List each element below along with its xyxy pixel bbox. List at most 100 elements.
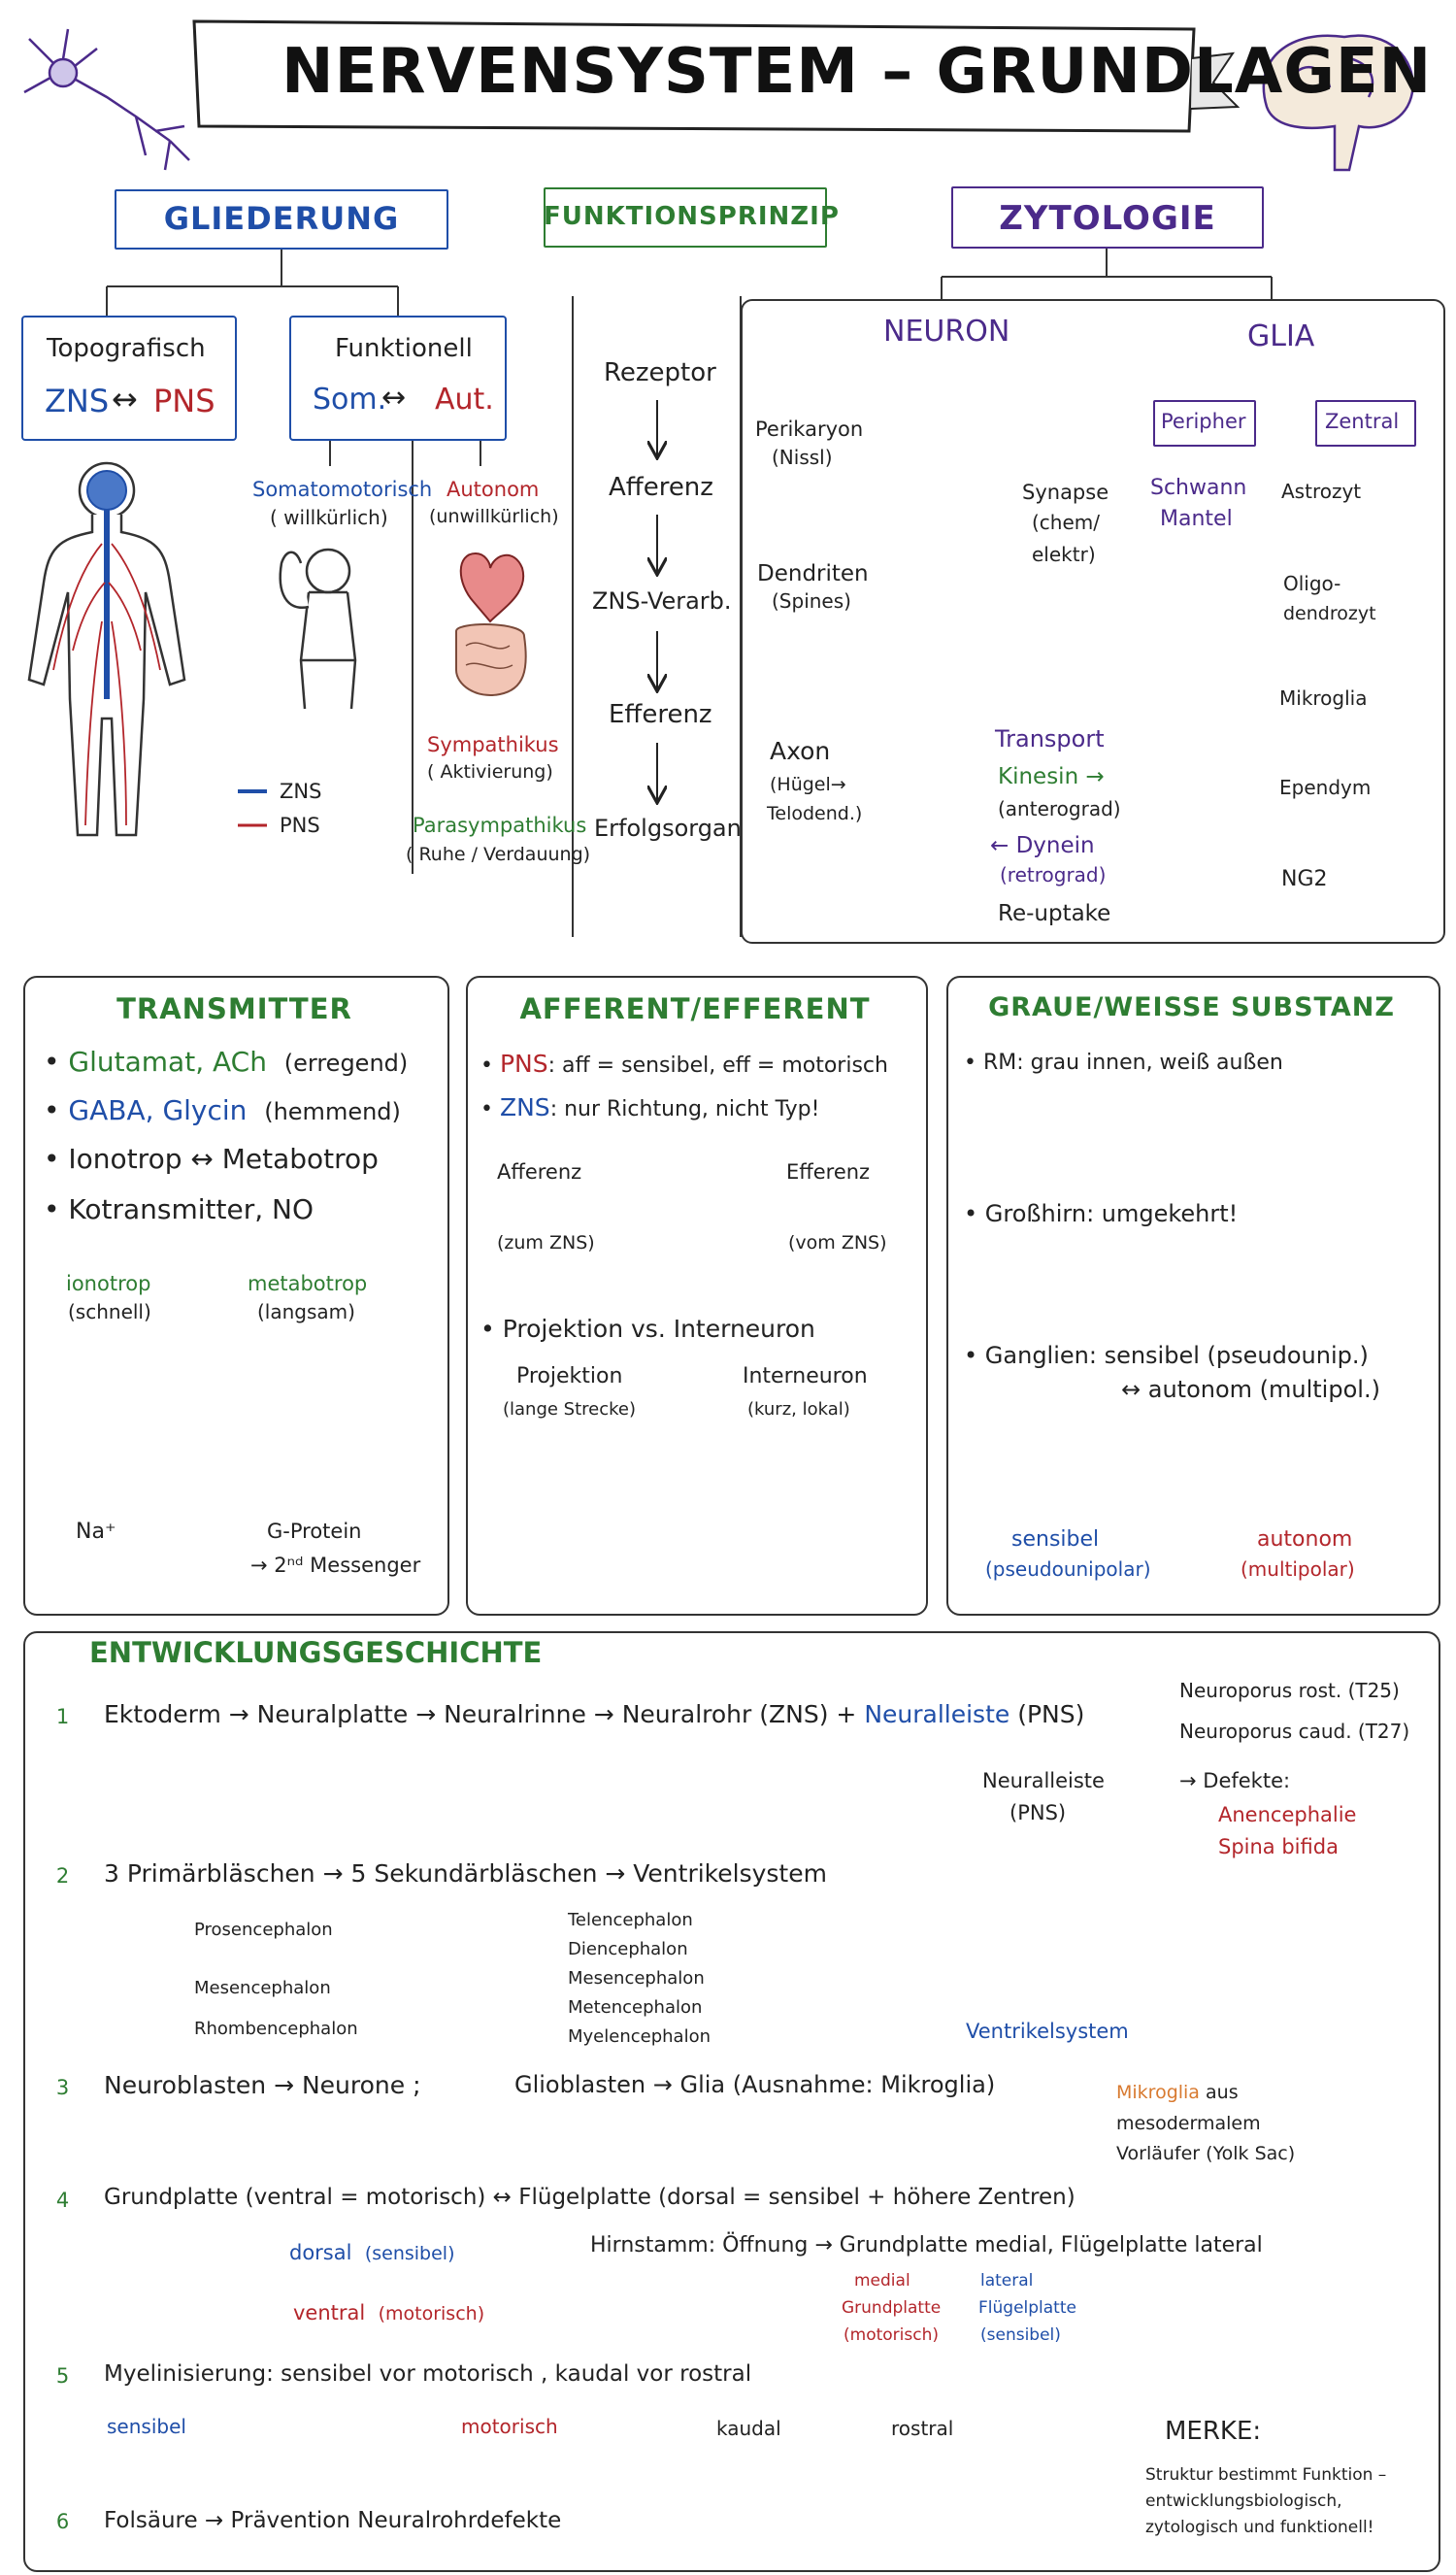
- ionotrop-sub: (schnell): [68, 1300, 151, 1323]
- spina-bifida-label: Spina bifida: [1218, 1835, 1339, 1858]
- zytologie-header-box: [951, 186, 1264, 249]
- dendriten-sub: (Spines): [772, 589, 851, 613]
- axon-sub2: Telodend.): [767, 803, 863, 824]
- zytologie-header: ZYTOLOGIE: [999, 199, 1216, 238]
- dynein-sub: (retrograd): [1000, 863, 1107, 886]
- projektion-line: • Projektion vs. Interneuron: [480, 1315, 815, 1343]
- gprotein-label: G-Protein: [267, 1520, 362, 1543]
- ventrikelsystem-label: Ventrikelsystem: [966, 2020, 1129, 2043]
- mikroglia-note-1: Mikroglia aus: [1116, 2082, 1239, 2104]
- substanz-panel: [946, 976, 1440, 1616]
- step-2-num: 2: [55, 1864, 70, 1888]
- dynein-label: ← Dynein: [990, 833, 1095, 858]
- somatomotorisch-sub: ( willkürlich): [270, 506, 388, 529]
- projektion-sub: (lange Strecke): [503, 1399, 637, 1420]
- lateral-label-2: Flügelplatte: [978, 2298, 1076, 2318]
- step-rezeptor: Rezeptor: [604, 358, 716, 387]
- glutamat-text: Glutamat, ACh: [68, 1046, 267, 1078]
- entwicklung-header: ENTWICKLUNGSGESCHICHTE: [89, 1636, 543, 1669]
- substanz-header: GRAUE/WEISSE SUBSTANZ: [988, 992, 1395, 1022]
- sensibel-sub: (pseudounipolar): [985, 1557, 1151, 1581]
- merke-title: MERKE:: [1165, 2417, 1262, 2446]
- sympathikus-label: Sympathikus: [427, 733, 559, 756]
- sympathikus-sub: ( Aktivierung): [427, 761, 553, 783]
- funk-aut: Aut.: [435, 383, 494, 417]
- ependym-label: Ependym: [1279, 776, 1372, 799]
- astrozyt-label: Astrozyt: [1281, 480, 1362, 503]
- anencephalie-label: Anencephalie: [1218, 1803, 1357, 1826]
- gliederung-header-box: [115, 189, 448, 250]
- sek-metencephalon: Metencephalon: [568, 1997, 703, 2018]
- topo-pns: PNS: [153, 383, 215, 419]
- transmitter-header: TRANSMITTER: [116, 992, 352, 1025]
- neuroporus-rost: Neuroporus rost. (T25): [1179, 1679, 1400, 1702]
- autonom-ganglion-sub: (multipolar): [1241, 1557, 1355, 1581]
- kinesin-sub: (anterograd): [998, 797, 1121, 820]
- mantel-label: Mantel: [1160, 507, 1233, 531]
- efferenz-label: Efferenz: [786, 1160, 871, 1184]
- gaba-text: GABA, Glycin: [68, 1094, 248, 1126]
- step-afferenz: Afferenz: [609, 473, 713, 502]
- dorsal-sub: (sensibel): [364, 2243, 455, 2264]
- oligo-label: Oligo-: [1283, 572, 1341, 595]
- perikaryon-sub: (Nissl): [772, 446, 833, 469]
- autonom-ganglion-label: autonom: [1257, 1527, 1353, 1552]
- ionotrop-metabotrop-text: Ionotrop ↔ Metabotrop: [68, 1143, 379, 1175]
- brain-icon: [1262, 34, 1414, 172]
- entwicklung-panel: [23, 1631, 1440, 2572]
- topo-arrow: ↔: [112, 381, 138, 418]
- rostral-label: rostral: [891, 2417, 954, 2440]
- step-5-num: 5: [55, 2364, 70, 2388]
- flexing-figure-icon: [279, 548, 357, 710]
- ionotrop-label: ionotrop: [66, 1272, 151, 1295]
- grosshirn-line: • Großhirn: umgekehrt!: [964, 1200, 1239, 1227]
- mikroglia-note-2: mesodermalem: [1116, 2113, 1261, 2134]
- axon-label: Axon: [770, 737, 831, 765]
- sek-myelencephalon: Myelencephalon: [568, 2026, 711, 2047]
- efferenz-sub: (vom ZNS): [788, 1232, 887, 1254]
- step-4-text: Grundplatte (ventral = motorisch) ↔ Flüg…: [104, 2185, 1075, 2210]
- neuron-icon: [23, 28, 190, 171]
- step-5-text: Myelinisierung: sensibel vor motorisch ,…: [104, 2361, 752, 2387]
- synapse-label: Synapse: [1022, 481, 1109, 504]
- hirnstamm-text: Hirnstamm: Öffnung → Grundplatte medial,…: [590, 2233, 1263, 2257]
- schwann-label: Schwann: [1150, 476, 1247, 500]
- step-6-num: 6: [55, 2510, 70, 2533]
- merke-line-2: entwicklungsbiologisch,: [1145, 2491, 1342, 2511]
- transmitter-item-1: • Glutamat, ACh (erregend): [44, 1046, 409, 1078]
- prim-prosencephalon: Prosencephalon: [194, 1920, 333, 1940]
- mikroglia-label: Mikroglia: [1279, 686, 1368, 710]
- myelin-motorisch-label: motorisch: [461, 2415, 558, 2438]
- afferent-header: AFFERENT/EFFERENT: [519, 992, 871, 1025]
- kinesin-label: Kinesin →: [998, 764, 1105, 789]
- neuralleiste-label: Neuralleiste: [982, 1769, 1105, 1792]
- sek-mesencephalon: Mesencephalon: [568, 1968, 705, 1989]
- funktionsprinzip-header-box: [544, 187, 827, 248]
- title-banner: [192, 19, 1241, 133]
- cns-in-figure: [86, 470, 127, 699]
- pns-in-figure: [52, 543, 161, 826]
- step-erfolgsorgan: Erfolgsorgan: [594, 815, 742, 842]
- merke-line-1: Struktur bestimmt Funktion –: [1145, 2465, 1387, 2485]
- lateral-label: lateral: [980, 2271, 1034, 2291]
- zentral-label: Zentral: [1325, 410, 1400, 433]
- interneuron-label: Interneuron: [743, 1364, 868, 1388]
- kaudal-label: kaudal: [716, 2417, 781, 2440]
- neuralleiste-text: Neuralleiste: [864, 1700, 1010, 1728]
- funktionell-title: Funktionell: [335, 334, 473, 363]
- heart-icon: [459, 552, 525, 623]
- perikaryon-label: Perikaryon: [755, 418, 864, 441]
- synapse-sub2: elektr): [1032, 543, 1096, 566]
- step-4-num: 4: [55, 2189, 70, 2212]
- gliederung-tree: [106, 248, 481, 874]
- neuroporus-caud: Neuroporus caud. (T27): [1179, 1720, 1410, 1743]
- myelin-sensibel-label: sensibel: [107, 2415, 186, 2438]
- somatomotorisch-label: Somatomotorisch: [252, 478, 433, 501]
- ganglien-line: • Ganglien: sensibel (pseudounip.): [964, 1342, 1369, 1369]
- grosshirn-text: Großhirn: umgekehrt!: [984, 1200, 1239, 1227]
- autonom-label: Autonom: [447, 478, 540, 501]
- neuralleiste-label-2: (PNS): [1009, 1801, 1067, 1824]
- axon-sub1: (Hügel→: [770, 774, 846, 795]
- legend-pns: PNS: [280, 814, 320, 837]
- hemmend-text: (hemmend): [264, 1098, 401, 1125]
